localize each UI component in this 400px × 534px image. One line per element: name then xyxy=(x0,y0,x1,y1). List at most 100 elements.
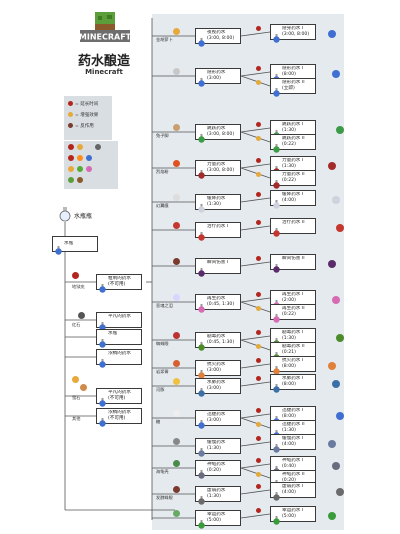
output-potion-box: 跳跃药水 II (0:22) xyxy=(270,134,316,153)
potion-label: 瞬间伤害 I xyxy=(207,260,229,265)
potion-label: 平凡的药水 (不可用) xyxy=(108,390,131,401)
left-ingredient-label: 地狱疣 xyxy=(72,284,85,289)
ingredient-icon xyxy=(173,160,180,167)
connector-line xyxy=(240,127,271,133)
glowstone-icon xyxy=(68,112,73,117)
potion-icon xyxy=(198,262,205,277)
potion-label: 跳跃药水 I (1:30) xyxy=(282,122,304,133)
output-potion-box: 隐身药水 I (3:00, 8:00) xyxy=(270,24,316,43)
output-potion-box: 治疗药水 II xyxy=(270,218,316,237)
connector-line xyxy=(240,413,271,419)
mid-potion-box: 剧毒药水 (0:45, 1:30) xyxy=(195,332,241,351)
connector-line xyxy=(240,489,271,495)
ingredient-label: 海龟壳 xyxy=(156,469,169,474)
potion-label: 浓稠的药水 xyxy=(108,351,131,356)
potion-label: 抗火药水 (3:00) xyxy=(207,362,226,373)
potion-icon xyxy=(198,128,205,143)
connector-line xyxy=(240,513,271,519)
ingredient-icon xyxy=(173,28,180,35)
output-potion-box: 幸运药水 I (5:00) xyxy=(270,506,316,525)
potion-label: 迅捷药水 (3:00) xyxy=(207,412,226,423)
potion-label: 缓慢药水 (1:30) xyxy=(207,440,226,451)
mid-potion-box: 夜视药水 (3:00, 8:00) xyxy=(195,28,241,47)
ingredient-icon xyxy=(173,378,180,385)
potion-label: 力量药水 II (0:22) xyxy=(282,172,305,183)
connector-line xyxy=(240,75,271,87)
mid-potion-box: 抗火药水 (3:00) xyxy=(195,360,241,379)
potion-icon xyxy=(99,392,106,407)
effect-icon xyxy=(332,462,340,470)
ingredient-grid-icon xyxy=(68,144,101,183)
effect-icon xyxy=(336,224,344,232)
ingredient-label: 烈焰粉 xyxy=(156,169,169,174)
redstone-icon xyxy=(68,101,73,106)
redstone-icon xyxy=(256,220,261,225)
mid-potion-box: 水肺药水 (3:00) xyxy=(195,378,241,397)
potion-icon xyxy=(198,198,205,213)
potion-label: 粗制的药水 (不可用) xyxy=(108,276,131,287)
potion-label: 夜视药水 (3:00, 8:00) xyxy=(207,30,235,41)
output-potion-box: 抗火药水 I (8:00) xyxy=(270,356,316,375)
fermented-eye-icon xyxy=(68,123,73,128)
other-ingredient-icon xyxy=(80,384,87,391)
potion-icon xyxy=(273,222,280,237)
legend-item: = 增强效果 xyxy=(75,113,99,118)
potion-label: 幸运药水 I (5:00) xyxy=(282,508,304,519)
potion-icon xyxy=(198,490,205,505)
connector-line xyxy=(240,167,271,179)
potion-label: 治疗药水 I xyxy=(207,224,229,229)
effect-icon xyxy=(336,412,344,420)
connector-line xyxy=(240,71,271,77)
potion-label: 平凡的药水 xyxy=(108,314,131,319)
left-ingredient-label: 其他 xyxy=(72,416,81,421)
left-potion-box: 平凡的药水 (不可用) xyxy=(96,388,142,407)
ingredient-icon xyxy=(173,294,180,301)
effect-icon xyxy=(336,488,344,496)
potion-icon xyxy=(273,160,280,175)
redstone-icon xyxy=(256,484,261,489)
glowstone-icon xyxy=(256,306,261,311)
left-potion-box: 水瓶 xyxy=(96,329,142,348)
redstone-icon xyxy=(256,330,261,335)
connector-line xyxy=(240,339,271,351)
potion-icon xyxy=(273,124,280,139)
potion-icon xyxy=(273,378,280,393)
nether-wart-icon xyxy=(72,272,79,279)
potion-label: 治疗药水 II xyxy=(282,220,305,225)
potion-label: 神龟药水 I (0:40) xyxy=(282,458,304,469)
connector-line xyxy=(240,301,271,313)
ingredient-label: 恶魂之泪 xyxy=(156,303,173,308)
potion-icon xyxy=(198,364,205,379)
connector-line xyxy=(240,363,271,369)
potion-icon xyxy=(198,442,205,457)
potion-icon xyxy=(198,298,205,313)
mid-potion-box: 跳跃药水 (3:00, 8:00) xyxy=(195,124,241,143)
ingredient-icon xyxy=(173,332,180,339)
legend-item: = 反作用 xyxy=(75,124,94,129)
potion-icon xyxy=(273,410,280,425)
effect-icon xyxy=(332,380,340,388)
redstone-icon xyxy=(256,458,261,463)
potion-label: 缓慢药水 I (4:00) xyxy=(282,436,304,447)
potion-icon xyxy=(273,332,280,347)
redstone-icon xyxy=(256,436,261,441)
potion-icon xyxy=(273,174,280,189)
effect-icon xyxy=(332,70,340,78)
glowstone-icon xyxy=(256,172,261,177)
potion-icon xyxy=(198,382,205,397)
ingredient-icon xyxy=(173,410,180,417)
left-potion-box: 平凡的药水 xyxy=(96,312,142,331)
connector-line xyxy=(240,163,271,169)
effect-icon xyxy=(328,162,336,170)
output-potion-box: 虚弱药水 I (4:00) xyxy=(270,482,316,501)
ingredient-icon xyxy=(173,360,180,367)
potion-label: 隐形药水 I (8:00) xyxy=(282,66,304,77)
effect-icon xyxy=(332,196,340,204)
potion-label: 跳跃药水 II (0:22) xyxy=(282,136,305,147)
potion-icon xyxy=(273,486,280,501)
potion-label: 神龟药水 II (0:20) xyxy=(282,472,305,483)
output-potion-box: 隐形药水 II (立即) xyxy=(270,78,316,97)
effect-icon xyxy=(328,362,336,370)
redstone-icon xyxy=(256,376,261,381)
